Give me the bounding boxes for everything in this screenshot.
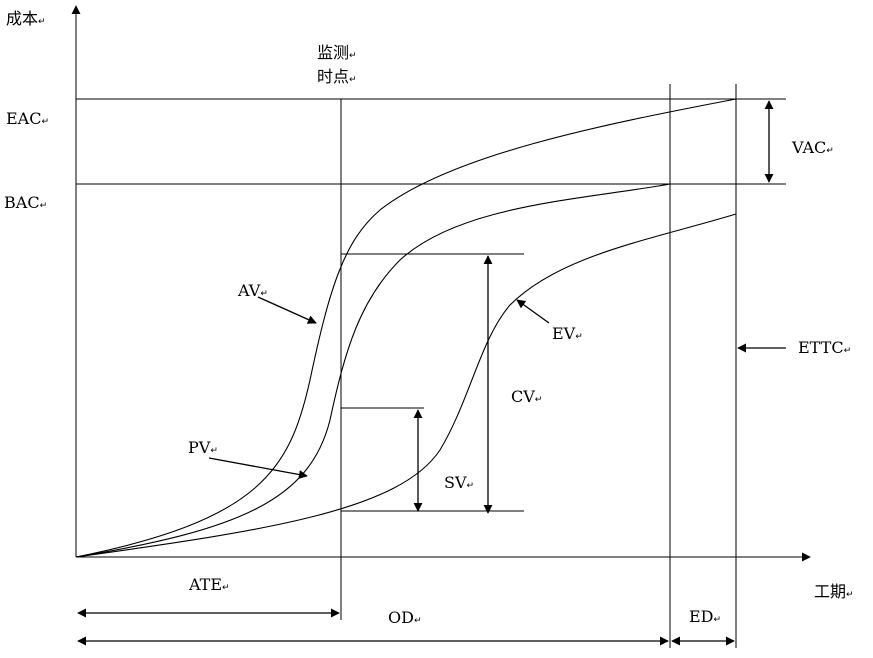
ed-label: ED↵ — [689, 607, 721, 626]
av-pointer-arrow — [257, 296, 317, 324]
ev-label: EV↵ — [552, 324, 583, 343]
ettc-label: ETTC↵ — [798, 338, 851, 357]
pv-label: PV↵ — [188, 438, 218, 457]
sv-label: SV↵ — [444, 473, 474, 492]
cv-label: CV↵ — [511, 387, 542, 406]
monitoring-point-label-line1: 监测↵ — [317, 43, 357, 62]
eac-label: EAC↵ — [6, 109, 49, 128]
y-axis-label: 成本↵ — [6, 9, 46, 28]
ev-curve — [75, 213, 737, 558]
od-label: OD↵ — [388, 608, 422, 627]
x-axis-label: 工期↵ — [814, 582, 854, 601]
pv-curve — [75, 183, 671, 558]
av-curve — [75, 98, 737, 558]
ate-label: ATE↵ — [188, 575, 230, 594]
ev-pointer-arrow — [516, 299, 550, 324]
pv-pointer-arrow — [208, 457, 308, 479]
vac-label: VAC↵ — [791, 138, 834, 157]
av-label: AV↵ — [237, 281, 268, 300]
bac-label: BAC↵ — [4, 193, 47, 212]
monitoring-point-label-line2: 时点↵ — [317, 67, 357, 86]
